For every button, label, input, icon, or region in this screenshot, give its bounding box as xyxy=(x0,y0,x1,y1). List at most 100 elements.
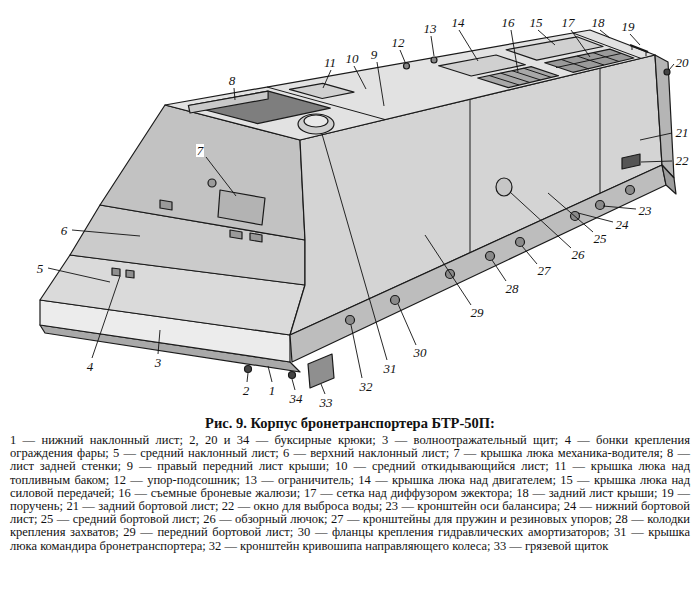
driver-hatch xyxy=(218,190,265,225)
callout-number: 11 xyxy=(323,56,337,69)
louver-line xyxy=(524,68,552,77)
callout-number: 21 xyxy=(675,126,690,139)
leader-line xyxy=(522,246,537,264)
callout-number: 6 xyxy=(60,224,69,237)
figure-caption: 1 — нижний наклонный лист; 2, 20 и 34 — … xyxy=(10,434,690,553)
callout-number: 34 xyxy=(289,392,304,405)
callout-number: 10 xyxy=(345,52,360,65)
side-seam xyxy=(600,68,601,193)
leader-line xyxy=(206,157,236,196)
bracket xyxy=(346,316,355,325)
leader-line xyxy=(538,30,555,45)
leader-line xyxy=(158,330,160,354)
callout-number: 16 xyxy=(501,16,516,29)
louver-line xyxy=(501,73,530,82)
commander-cupola xyxy=(298,114,334,134)
bracket xyxy=(626,186,635,195)
leader-line xyxy=(459,30,478,61)
mud-flap xyxy=(308,354,334,388)
face-bracket xyxy=(160,200,172,210)
leader-line xyxy=(425,235,471,305)
callout-number: 2 xyxy=(242,384,251,397)
callout-number: 9 xyxy=(370,48,379,61)
water-outlet xyxy=(622,154,640,169)
leader-line xyxy=(510,192,571,248)
cupola-lid xyxy=(304,115,328,127)
leader-line xyxy=(640,133,672,140)
callout-number: 28 xyxy=(505,282,520,295)
callout-number: 27 xyxy=(537,264,552,277)
face-bracket xyxy=(230,230,242,239)
leader-line xyxy=(92,276,120,358)
leader-line xyxy=(571,30,590,57)
leader-line xyxy=(400,50,405,62)
sunflower-stop xyxy=(404,63,410,69)
face-bracket xyxy=(250,233,262,242)
bracket xyxy=(391,296,400,305)
bracket xyxy=(516,238,525,247)
limiter xyxy=(431,57,437,63)
callout-number: 4 xyxy=(86,360,95,373)
leader-line xyxy=(669,64,674,70)
callout-number: 15 xyxy=(529,16,544,29)
rear-face xyxy=(655,55,674,178)
leader-line xyxy=(398,304,416,345)
handrail xyxy=(630,45,648,52)
callout-number: 31 xyxy=(383,362,398,375)
callout-number: 30 xyxy=(413,346,428,359)
leader-line xyxy=(431,36,434,56)
leader-line xyxy=(234,88,235,100)
callout-number: 19 xyxy=(621,20,636,33)
callout-number: 1 xyxy=(268,384,277,397)
leader-line xyxy=(351,325,362,378)
leader-line xyxy=(603,206,636,209)
leader-line xyxy=(354,66,366,89)
leader-line xyxy=(323,70,331,88)
louver-line xyxy=(489,76,519,86)
handrail-post xyxy=(646,52,647,57)
figure-title: Рис. 9. Корпус бронетранспортера БТР-50П… xyxy=(0,415,700,431)
callout-number: 24 xyxy=(615,218,630,231)
leader-line xyxy=(377,62,384,106)
callout-number: 29 xyxy=(470,306,485,319)
callout-number: 18 xyxy=(591,16,606,29)
callout-number: 20 xyxy=(675,56,690,69)
callout-number: 3 xyxy=(154,356,163,369)
grid-line xyxy=(561,59,589,69)
leader-line xyxy=(247,373,248,382)
callout-number: 33 xyxy=(319,396,334,409)
leader-line xyxy=(268,366,272,382)
headlight-boss xyxy=(126,270,134,278)
callout-number: 12 xyxy=(391,36,406,49)
callout-number: 23 xyxy=(638,204,653,217)
leader-line xyxy=(600,30,610,38)
towing-hook xyxy=(289,372,296,379)
callout-number: 8 xyxy=(228,74,237,87)
leader-line xyxy=(321,384,325,394)
rear-band-end xyxy=(662,165,676,194)
leader-line xyxy=(292,379,295,390)
rear-wall-plate xyxy=(188,91,268,113)
leader-line xyxy=(630,34,640,45)
bracket xyxy=(486,252,495,261)
callout-number: 32 xyxy=(359,380,374,393)
leader-line xyxy=(548,193,593,232)
callout-number: 14 xyxy=(451,16,466,29)
towing-hook xyxy=(245,366,252,373)
leader-line xyxy=(511,30,518,72)
callout-number: 22 xyxy=(675,154,690,167)
roof xyxy=(165,30,655,140)
side-seam xyxy=(470,99,471,252)
callout-number: 17 xyxy=(561,16,576,29)
callout-number: 5 xyxy=(36,262,45,275)
leader-line xyxy=(578,213,613,222)
leader-line xyxy=(641,161,672,162)
louvers xyxy=(478,67,559,88)
roof-seam xyxy=(267,87,385,120)
bracket xyxy=(596,201,605,210)
leader-line xyxy=(492,260,506,281)
handrail-post xyxy=(632,46,633,51)
vision-port xyxy=(496,178,512,196)
callout-number: 25 xyxy=(593,232,608,245)
